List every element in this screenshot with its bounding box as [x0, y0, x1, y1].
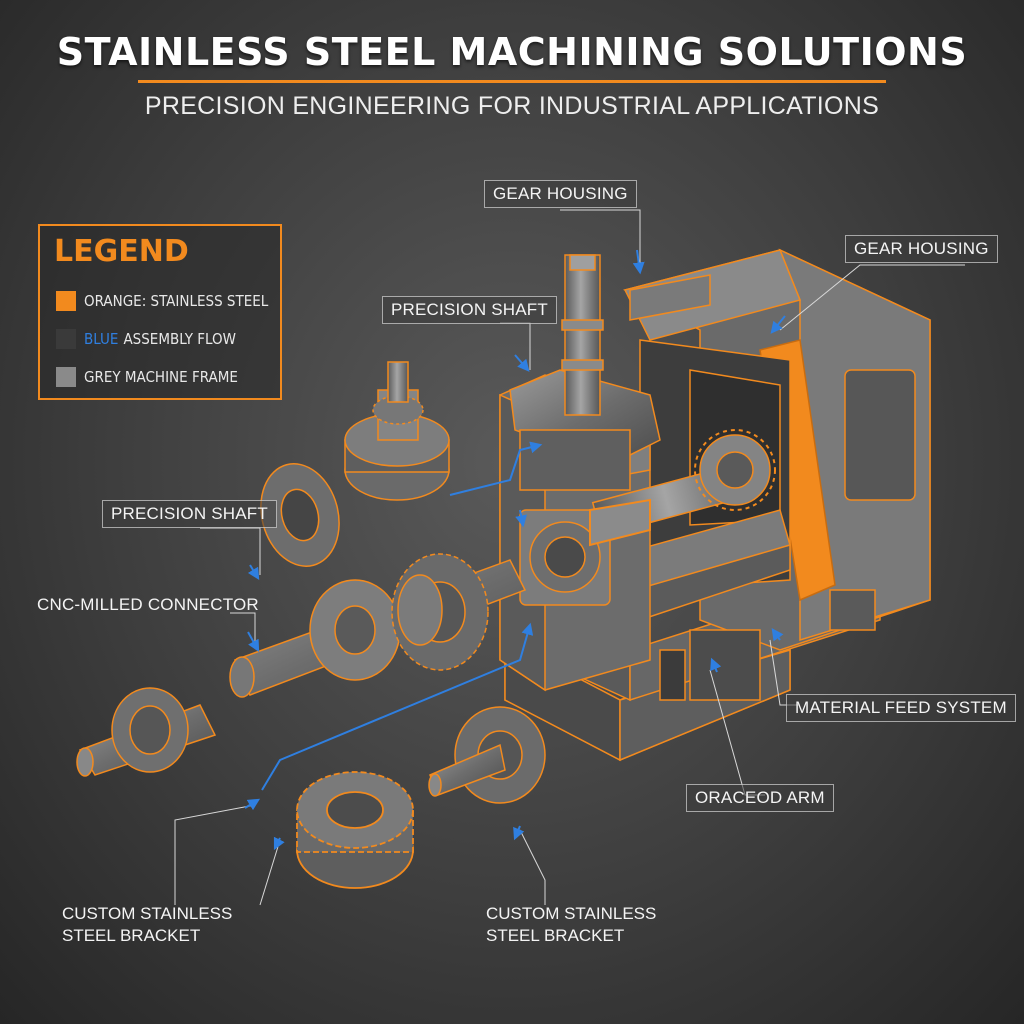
legend-label: GREY MACHINE FRAME [84, 368, 238, 386]
machine-body [499, 248, 931, 762]
arrow-icon [514, 354, 530, 372]
arrow-icon [770, 315, 786, 334]
callout-gear-housing-right: GEAR HOUSING [845, 235, 998, 263]
arrow-icon [513, 825, 525, 841]
legend-title: LEGEND [54, 234, 189, 269]
arrow-icon [710, 657, 722, 673]
title-underline [138, 80, 886, 83]
arrow-icon [247, 564, 260, 581]
spur-gear-icon [296, 771, 414, 889]
callout-precision-shaft-top: PRECISION SHAFT [382, 296, 557, 324]
legend-label: ORANGE: STAINLESS STEEL [84, 292, 269, 310]
callout-line: CUSTOM STAINLESS [486, 904, 657, 923]
arrow-icon [771, 628, 784, 642]
callout-orcecod-arm: ORACEOD ARM [686, 784, 834, 812]
flange-ring [260, 463, 340, 567]
legend-label-accent: BLUE [84, 330, 119, 348]
horizontal-shaft [229, 553, 527, 698]
legend-item-flow: BLUE ASSEMBLY FLOW [56, 328, 236, 350]
page-subtitle: PRECISION ENGINEERING FOR INDUSTRIAL APP… [144, 92, 880, 120]
callout-line: STEEL BRACKET [486, 926, 625, 945]
callout-line: STEEL BRACKET [62, 926, 201, 945]
arrow-icon [632, 249, 645, 275]
legend-item-stainless: ORANGE: STAINLESS STEEL [56, 290, 268, 312]
arrow-icon [244, 798, 261, 811]
arrow-icon [247, 631, 260, 653]
callout-bracket-left: CUSTOM STAINLESS STEEL BRACKET [62, 903, 232, 947]
assembly-flow-arrows [244, 249, 786, 851]
arrow-icon [515, 509, 528, 528]
page-title: STAINLESS STEEL MACHINING SOLUTIONS [56, 30, 968, 74]
orange-swatch-icon [56, 291, 76, 311]
callout-line: CUSTOM STAINLESS [62, 904, 233, 923]
arrow-icon [273, 836, 285, 851]
callout-cnc-connector: CNC-MILLED CONNECTOR [37, 595, 259, 614]
callout-bracket-right: CUSTOM STAINLESS STEEL BRACKET [486, 903, 656, 947]
legend-item-frame: GREY MACHINE FRAME [56, 366, 238, 388]
threaded-shaft [76, 687, 217, 777]
arrow-icon [261, 622, 534, 791]
callout-material-feed: MATERIAL FEED SYSTEM [786, 694, 1016, 722]
inner-gear-icon [589, 429, 776, 547]
legend: LEGEND ORANGE: STAINLESS STEEL BLUE ASSE… [38, 224, 282, 400]
callout-precision-shaft-left: PRECISION SHAFT [102, 500, 277, 528]
dark-swatch-icon [56, 329, 76, 349]
shaft-gear-assembly [344, 361, 450, 501]
grey-swatch-icon [56, 367, 76, 387]
legend-label: ASSEMBLY FLOW [123, 330, 236, 348]
arrow-icon [449, 441, 543, 496]
bearing-unit [428, 706, 546, 804]
callout-gear-housing-top: GEAR HOUSING [484, 180, 637, 208]
